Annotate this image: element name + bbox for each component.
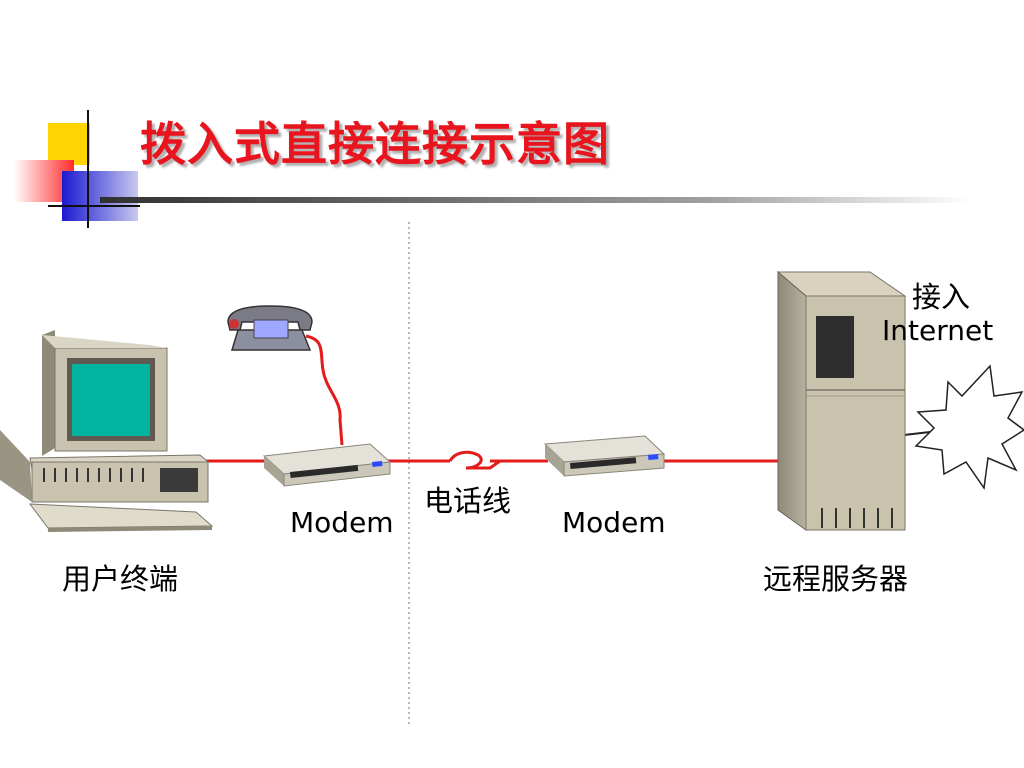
modem-right-icon bbox=[545, 436, 664, 476]
computer-icon bbox=[0, 330, 212, 532]
modem-left-label: Modem bbox=[290, 506, 394, 539]
telephone-icon bbox=[228, 306, 312, 350]
modem-left-icon bbox=[264, 444, 390, 486]
title-underline bbox=[100, 197, 970, 203]
corner-logo bbox=[14, 110, 140, 228]
page-title: 拨入式直接连接示意图 bbox=[140, 108, 610, 174]
remote-server-label: 远程服务器 bbox=[763, 556, 908, 598]
line-server-internet bbox=[904, 432, 930, 435]
internet-burst-icon bbox=[916, 366, 1024, 488]
phone-line-label: 电话线 bbox=[424, 478, 511, 520]
logo-yellow-square bbox=[48, 123, 90, 165]
server-icon bbox=[778, 272, 905, 530]
logo-blue-square bbox=[62, 171, 138, 221]
internet-access-label-line2: Internet bbox=[882, 314, 993, 347]
modem-right-label: Modem bbox=[562, 506, 666, 539]
internet-access-label-line1: 接入 bbox=[912, 274, 970, 316]
user-terminal-label: 用户终端 bbox=[62, 556, 178, 598]
line-phone-modem bbox=[306, 336, 342, 445]
